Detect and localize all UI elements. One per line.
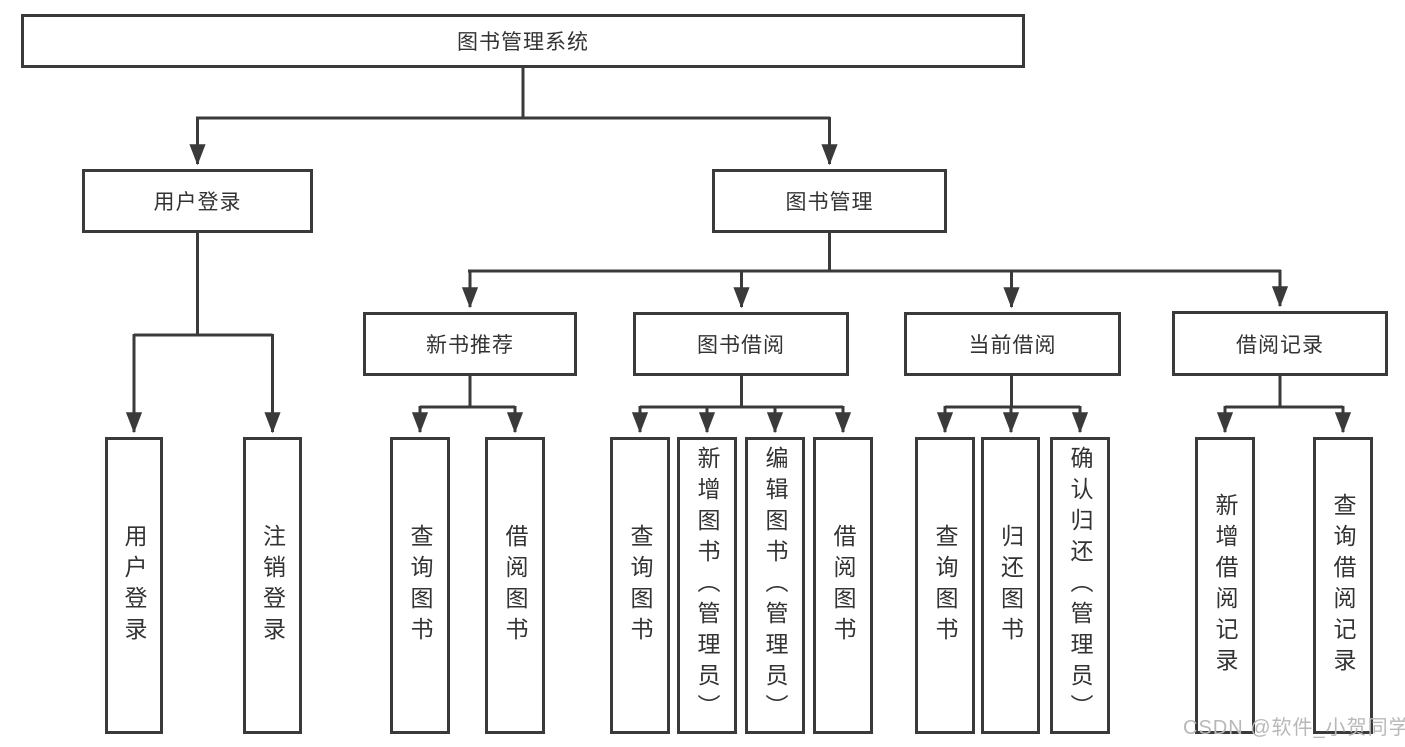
leaf-query-borrow-record: 查询借阅记录 [1313, 437, 1373, 734]
leaf-borrow-books-recommend: 借阅图书 [485, 437, 545, 734]
leaf-query-books-recommend: 查询图书 [390, 437, 450, 734]
node-book-borrowing-label: 图书借阅 [697, 334, 785, 357]
node-new-book-recommendation-label: 新书推荐 [426, 334, 514, 357]
leaf-return-books: 归还图书 [981, 437, 1040, 734]
node-book-management: 图书管理 [712, 169, 947, 233]
leaf-return-books-label: 归还图书 [997, 523, 1024, 648]
leaf-add-books-admin: 新增图书（管理员） [677, 437, 737, 734]
node-book-borrowing: 图书借阅 [633, 312, 849, 376]
tree-trunk-lines [134, 66, 1343, 409]
leaf-edit-books-admin-label: 编辑图书（管理员） [762, 446, 788, 725]
node-book-management-label: 图书管理 [785, 191, 874, 214]
leaf-borrow-books-borrowing-label: 借阅图书 [830, 523, 856, 648]
leaf-user-login-label: 用户登录 [121, 523, 147, 648]
leaf-query-books-current: 查询图书 [915, 437, 975, 734]
node-root-label: 图书管理系统 [457, 31, 589, 54]
leaf-add-borrow-record-label: 新增借阅记录 [1212, 492, 1238, 679]
node-current-borrowing: 当前借阅 [904, 312, 1121, 376]
node-borrowing-records: 借阅记录 [1172, 311, 1388, 376]
leaf-user-login: 用户登录 [105, 437, 163, 734]
leaf-query-borrow-record-label: 查询借阅记录 [1330, 492, 1356, 679]
node-user-login-label: 用户登录 [153, 191, 242, 214]
leaf-logout-label: 注销登录 [259, 523, 286, 648]
leaf-borrow-books-recommend-label: 借阅图书 [502, 523, 528, 648]
leaf-query-books-recommend-label: 查询图书 [407, 523, 433, 648]
leaf-query-books-borrowing-label: 查询图书 [627, 523, 653, 648]
leaf-confirm-return-admin-label: 确认归还（管理员） [1067, 446, 1093, 725]
leaf-add-borrow-record: 新增借阅记录 [1195, 437, 1255, 734]
csdn-watermark: CSDN @软件_小贺同学 [1183, 717, 1405, 739]
node-new-book-recommendation: 新书推荐 [363, 312, 577, 376]
node-current-borrowing-label: 当前借阅 [968, 334, 1057, 357]
leaf-add-books-admin-label: 新增图书（管理员） [694, 446, 720, 725]
node-root-system: 图书管理系统 [21, 14, 1025, 68]
leaf-edit-books-admin: 编辑图书（管理员） [745, 437, 805, 734]
leaf-confirm-return-admin: 确认归还（管理员） [1050, 437, 1110, 734]
leaf-query-books-current-label: 查询图书 [932, 523, 958, 648]
node-user-login: 用户登录 [82, 169, 313, 233]
leaf-query-books-borrowing: 查询图书 [610, 437, 670, 734]
leaf-borrow-books-borrowing: 借阅图书 [813, 437, 873, 734]
leaf-logout: 注销登录 [243, 437, 302, 734]
node-borrowing-records-label: 借阅记录 [1236, 333, 1324, 357]
